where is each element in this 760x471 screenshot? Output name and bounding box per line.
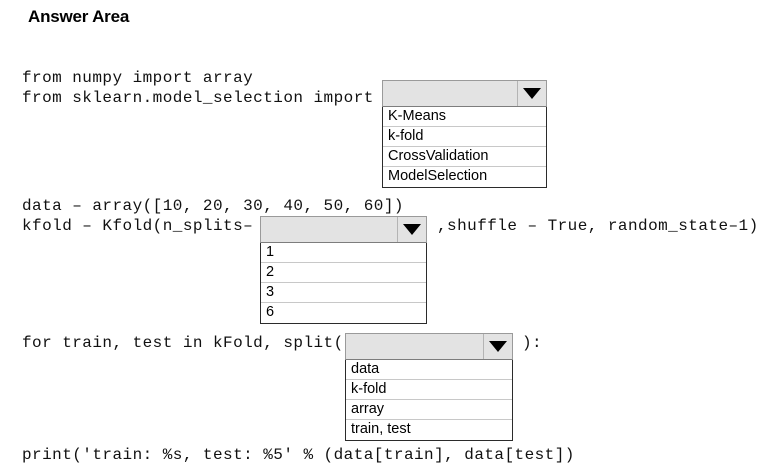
code-line-print: print('train: %s, test: %5' % (data[trai… (22, 446, 575, 464)
dropdown-split-argument-control[interactable] (345, 333, 513, 360)
code-line-data-array: data – array([10, 20, 30, 40, 50, 60]) (22, 197, 404, 215)
list-item[interactable]: K-Means (383, 107, 546, 127)
chevron-down-glyph (523, 88, 541, 99)
list-item[interactable]: ModelSelection (383, 167, 546, 187)
chevron-down-icon[interactable] (517, 81, 546, 106)
chevron-down-glyph (489, 341, 507, 352)
list-item[interactable]: 3 (261, 283, 426, 303)
code-line-for-loop-tail: ): (522, 334, 543, 352)
list-item[interactable]: k-fold (346, 380, 512, 400)
dropdown-n-splits-control[interactable] (260, 216, 427, 243)
dropdown-import-target-control[interactable] (382, 80, 547, 107)
dropdown-n-splits-value (261, 217, 397, 242)
dropdown-import-target-list[interactable]: K-Means k-fold CrossValidation ModelSele… (382, 107, 547, 188)
list-item[interactable]: k-fold (383, 127, 546, 147)
code-line-kfold-head: kfold – Kfold(n_splits– (22, 217, 254, 235)
code-line-import-sklearn: from sklearn.model_selection import (22, 89, 374, 107)
list-item[interactable]: data (346, 360, 512, 380)
code-line-kfold-tail: ,shuffle – True, random_state–1) (437, 217, 759, 235)
chevron-down-glyph (403, 224, 421, 235)
dropdown-split-argument: data k-fold array train, test (345, 333, 513, 441)
chevron-down-icon[interactable] (397, 217, 426, 242)
chevron-down-icon[interactable] (483, 334, 512, 359)
page-title: Answer Area (28, 7, 130, 26)
dropdown-import-target-value (383, 81, 517, 106)
dropdown-split-argument-list[interactable]: data k-fold array train, test (345, 360, 513, 441)
list-item[interactable]: train, test (346, 420, 512, 440)
dropdown-import-target: K-Means k-fold CrossValidation ModelSele… (382, 80, 547, 188)
code-line-for-loop-head: for train, test in kFold, split( (22, 334, 344, 352)
dropdown-n-splits-list[interactable]: 1 2 3 6 (260, 243, 427, 324)
list-item[interactable]: 6 (261, 303, 426, 323)
code-line-import-numpy: from numpy import array (22, 69, 254, 87)
list-item[interactable]: CrossValidation (383, 147, 546, 167)
dropdown-n-splits: 1 2 3 6 (260, 216, 427, 324)
list-item[interactable]: 1 (261, 243, 426, 263)
list-item[interactable]: array (346, 400, 512, 420)
list-item[interactable]: 2 (261, 263, 426, 283)
dropdown-split-argument-value (346, 334, 483, 359)
